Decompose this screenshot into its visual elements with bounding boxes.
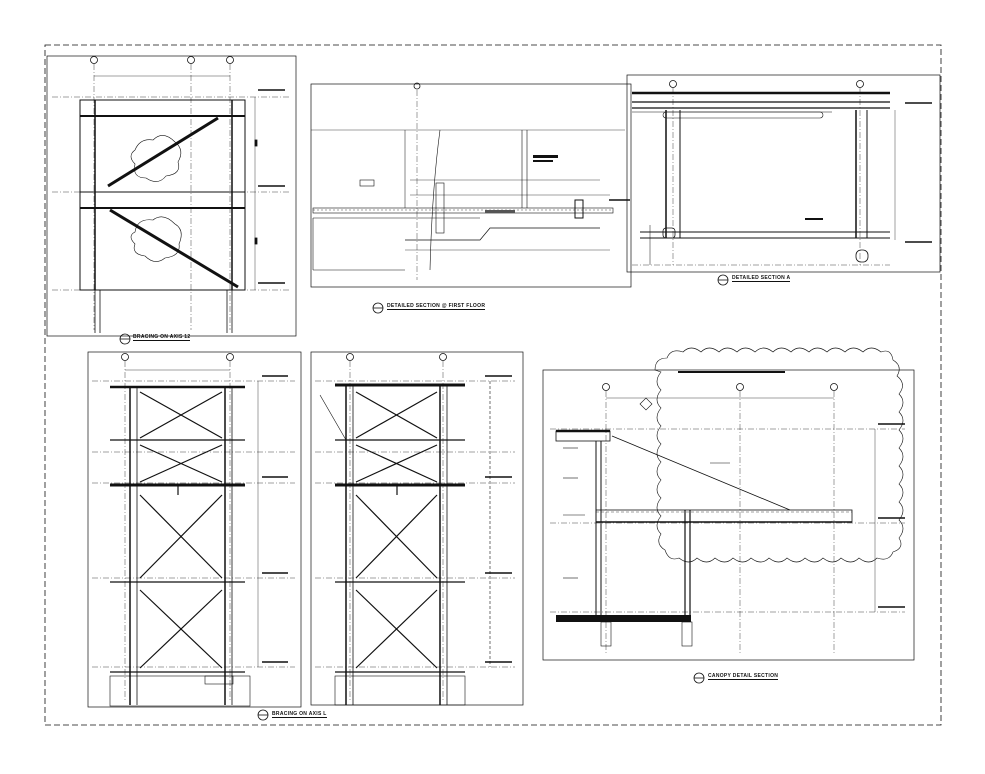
- view-bracing-axis-l-1: [87, 351, 302, 708]
- view-bracing-axis-12: [46, 55, 297, 337]
- caption-title-bracing-axis-12: BRACING ON AXIS 12: [133, 334, 191, 341]
- sheet-border: [44, 44, 942, 726]
- caption-detail-section-a: [717, 274, 729, 286]
- caption-canopy-detail: [693, 672, 705, 684]
- caption-title-detail-section-a: DETAILED SECTION A: [732, 275, 791, 282]
- view-detail-first-floor: [310, 82, 632, 288]
- caption-bracing-axis-12: [119, 333, 131, 345]
- caption-title-detail-first-floor: DETAILED SECTION @ FIRST FLOOR: [387, 303, 486, 310]
- view-canopy-detail: [542, 347, 915, 661]
- view-detail-section-a: [626, 74, 941, 273]
- view-bracing-axis-l-2: [310, 351, 524, 706]
- caption-title-bracing-axis-l: BRACING ON AXIS L: [272, 711, 327, 718]
- caption-title-canopy-detail: CANOPY DETAIL SECTION: [708, 673, 779, 680]
- caption-bracing-axis-l: [257, 709, 269, 721]
- caption-detail-first-floor: [372, 302, 384, 314]
